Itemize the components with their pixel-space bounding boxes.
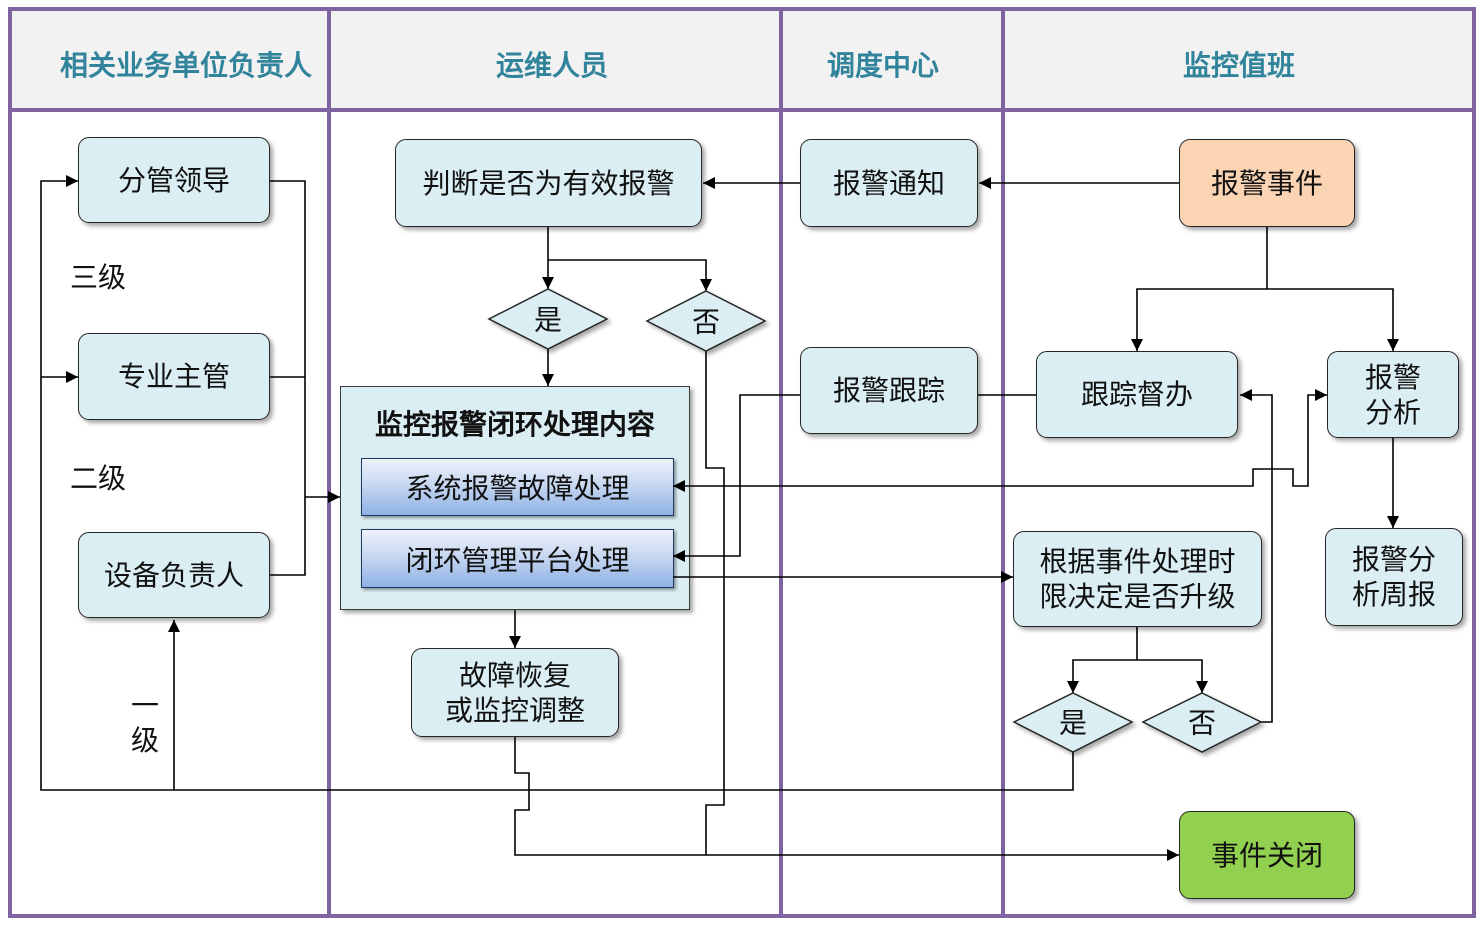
header-divider	[8, 108, 1476, 112]
weekly-report-line: 报警分	[1351, 543, 1436, 576]
recovery-line: 故障恢复	[458, 658, 571, 692]
diamond-shape	[1141, 692, 1263, 753]
lane-title-business-owner: 相关业务单位负责人	[59, 49, 312, 82]
decision-no-label: 否	[1188, 707, 1216, 740]
system-fault-handling-box: 系统报警故障处理	[361, 458, 674, 516]
decision-escalate-no: 否	[1141, 692, 1263, 753]
level-2-label: 二级	[70, 462, 127, 495]
supervisor-box: 专业主管	[78, 333, 270, 420]
connector-no-to-close	[705, 351, 725, 855]
weekly-report-line: 析周报	[1351, 578, 1436, 611]
alarm-analysis-line: 分析	[1364, 395, 1421, 429]
diamond-shape	[487, 288, 609, 350]
diamond-shape	[645, 290, 767, 352]
alarm-event-box: 报警事件	[1179, 139, 1355, 227]
connector-escalate-to-yes	[1067, 659, 1137, 693]
closed-loop-container: 监控报警闭环处理内容 系统报警故障处理 闭环管理平台处理	[340, 386, 690, 610]
lane-title-monitoring: 监控值班	[1182, 49, 1295, 82]
lane-header-band	[12, 11, 1472, 108]
judge-valid-alarm-box: 判断是否为有效报警	[395, 139, 702, 227]
diamond-shape	[1012, 692, 1134, 753]
connector-track-to-platform	[673, 394, 800, 562]
decision-valid-yes: 是	[487, 288, 609, 350]
connector-judge-to-no	[548, 259, 712, 291]
alarm-notify-box: 报警通知	[800, 139, 978, 227]
closed-loop-title: 监控报警闭环处理内容	[374, 408, 655, 441]
connector-system-fault-analysis	[673, 389, 1327, 492]
connector-escalate-to-no	[1137, 659, 1208, 693]
level-1-label: 一 级	[131, 688, 159, 758]
level-1-label-line: 一	[131, 689, 160, 722]
lane-divider	[327, 7, 331, 918]
decision-yes-label: 是	[534, 304, 562, 337]
connector-owners-bus	[270, 180, 306, 576]
escalation-line: 限决定是否升级	[1039, 580, 1236, 613]
escalation-line: 根据事件处理时	[1039, 545, 1236, 578]
connector-yes-to-leader	[40, 175, 1074, 791]
equipment-owner-box: 设备负责人	[78, 532, 270, 618]
alarm-analysis-box: 报警 分析	[1327, 351, 1459, 438]
decision-escalate-yes: 是	[1012, 692, 1134, 753]
level-1-label-line: 级	[131, 724, 160, 757]
lane-title-operations: 运维人员	[495, 49, 608, 82]
connector-event-to-analysis	[1267, 288, 1399, 351]
decision-no-label: 否	[692, 306, 720, 339]
escalation-decision-box: 根据事件处理时 限决定是否升级	[1013, 531, 1262, 627]
alarm-analysis-line: 报警	[1364, 360, 1421, 394]
lane-title-dispatch: 调度中心	[826, 49, 939, 82]
recovery-box: 故障恢复 或监控调整	[411, 648, 619, 737]
leader-box: 分管领导	[78, 137, 270, 223]
connector-event-to-supervise	[1131, 288, 1267, 351]
level-3-label: 三级	[70, 261, 127, 294]
connector-recovery-to-close	[514, 737, 1179, 861]
decision-yes-label: 是	[1059, 707, 1087, 740]
weekly-report-box: 报警分 析周报	[1325, 528, 1463, 626]
decision-valid-no: 否	[645, 290, 767, 352]
connector-no-to-supervise	[1240, 389, 1273, 723]
event-close-box: 事件关闭	[1179, 811, 1355, 899]
recovery-line: 或监控调整	[444, 693, 585, 727]
swimlane-frame	[8, 7, 1476, 918]
platform-handling-box: 闭环管理平台处理	[361, 529, 674, 588]
